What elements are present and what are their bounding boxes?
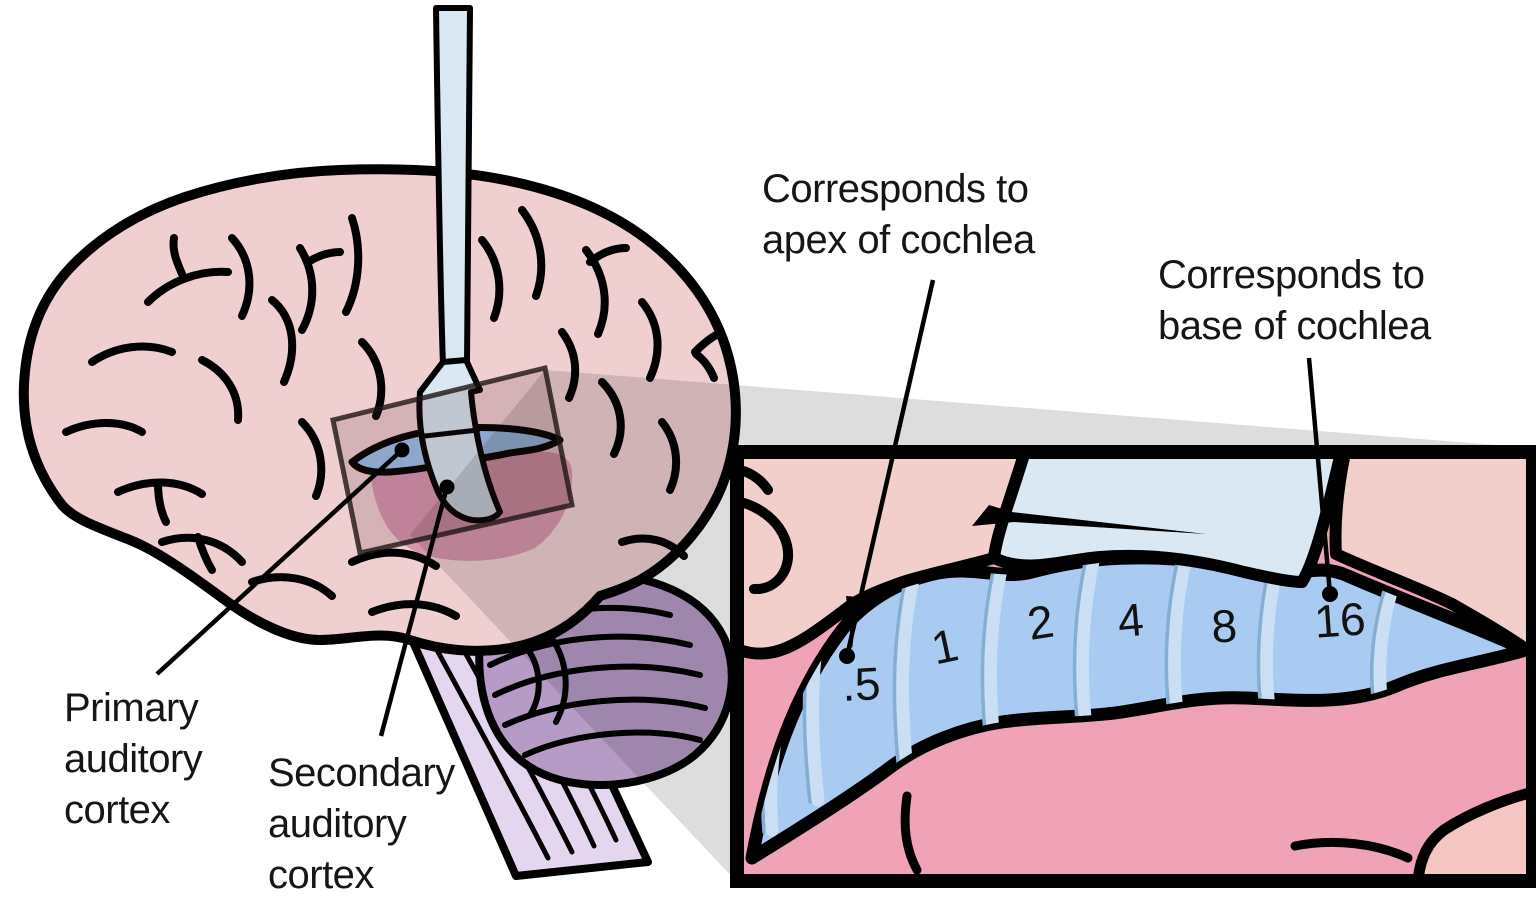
frequency-band-label: 16 — [1313, 592, 1368, 647]
leader-dot-apex — [839, 648, 855, 664]
zoom-rectangle — [330, 364, 575, 557]
sulci-lines — [62, 206, 722, 620]
label-secondary-auditory-cortex: Secondary auditory cortex — [268, 751, 455, 897]
inset-corner-fold — [1412, 787, 1530, 878]
leader-dot-base — [1322, 586, 1338, 602]
leader-line-apex — [844, 279, 936, 657]
frequency-band-label: .5 — [841, 657, 882, 711]
leader-line-base — [1306, 357, 1333, 595]
inset-retractor-blade — [972, 455, 1347, 588]
leader-lines — [155, 279, 1338, 737]
retractor-slit-line — [972, 505, 1206, 534]
inset-upper-right-cortex — [1329, 455, 1530, 660]
leader-dot-primary — [394, 442, 410, 458]
temporal-lobe-detail-lines — [900, 791, 1413, 875]
inset-box: .5 1 2 4 8 16 — [730, 445, 1536, 888]
leader-dot-secondary — [439, 479, 455, 495]
probe-retractor — [416, 5, 503, 524]
label-primary-auditory-cortex: Primary auditory cortex — [64, 686, 203, 832]
frequency-band-label: 8 — [1210, 599, 1238, 652]
inset-border — [730, 445, 1536, 888]
leader-line-primary — [155, 448, 404, 676]
leader-line-secondary — [378, 486, 450, 737]
label-corresponds-base: Corresponds to base of cochlea — [1158, 253, 1431, 348]
frequency-band-label: 4 — [1116, 593, 1146, 647]
probe-fold-line — [422, 427, 481, 439]
label-corresponds-apex: Corresponds to apex of cochlea — [762, 167, 1035, 262]
